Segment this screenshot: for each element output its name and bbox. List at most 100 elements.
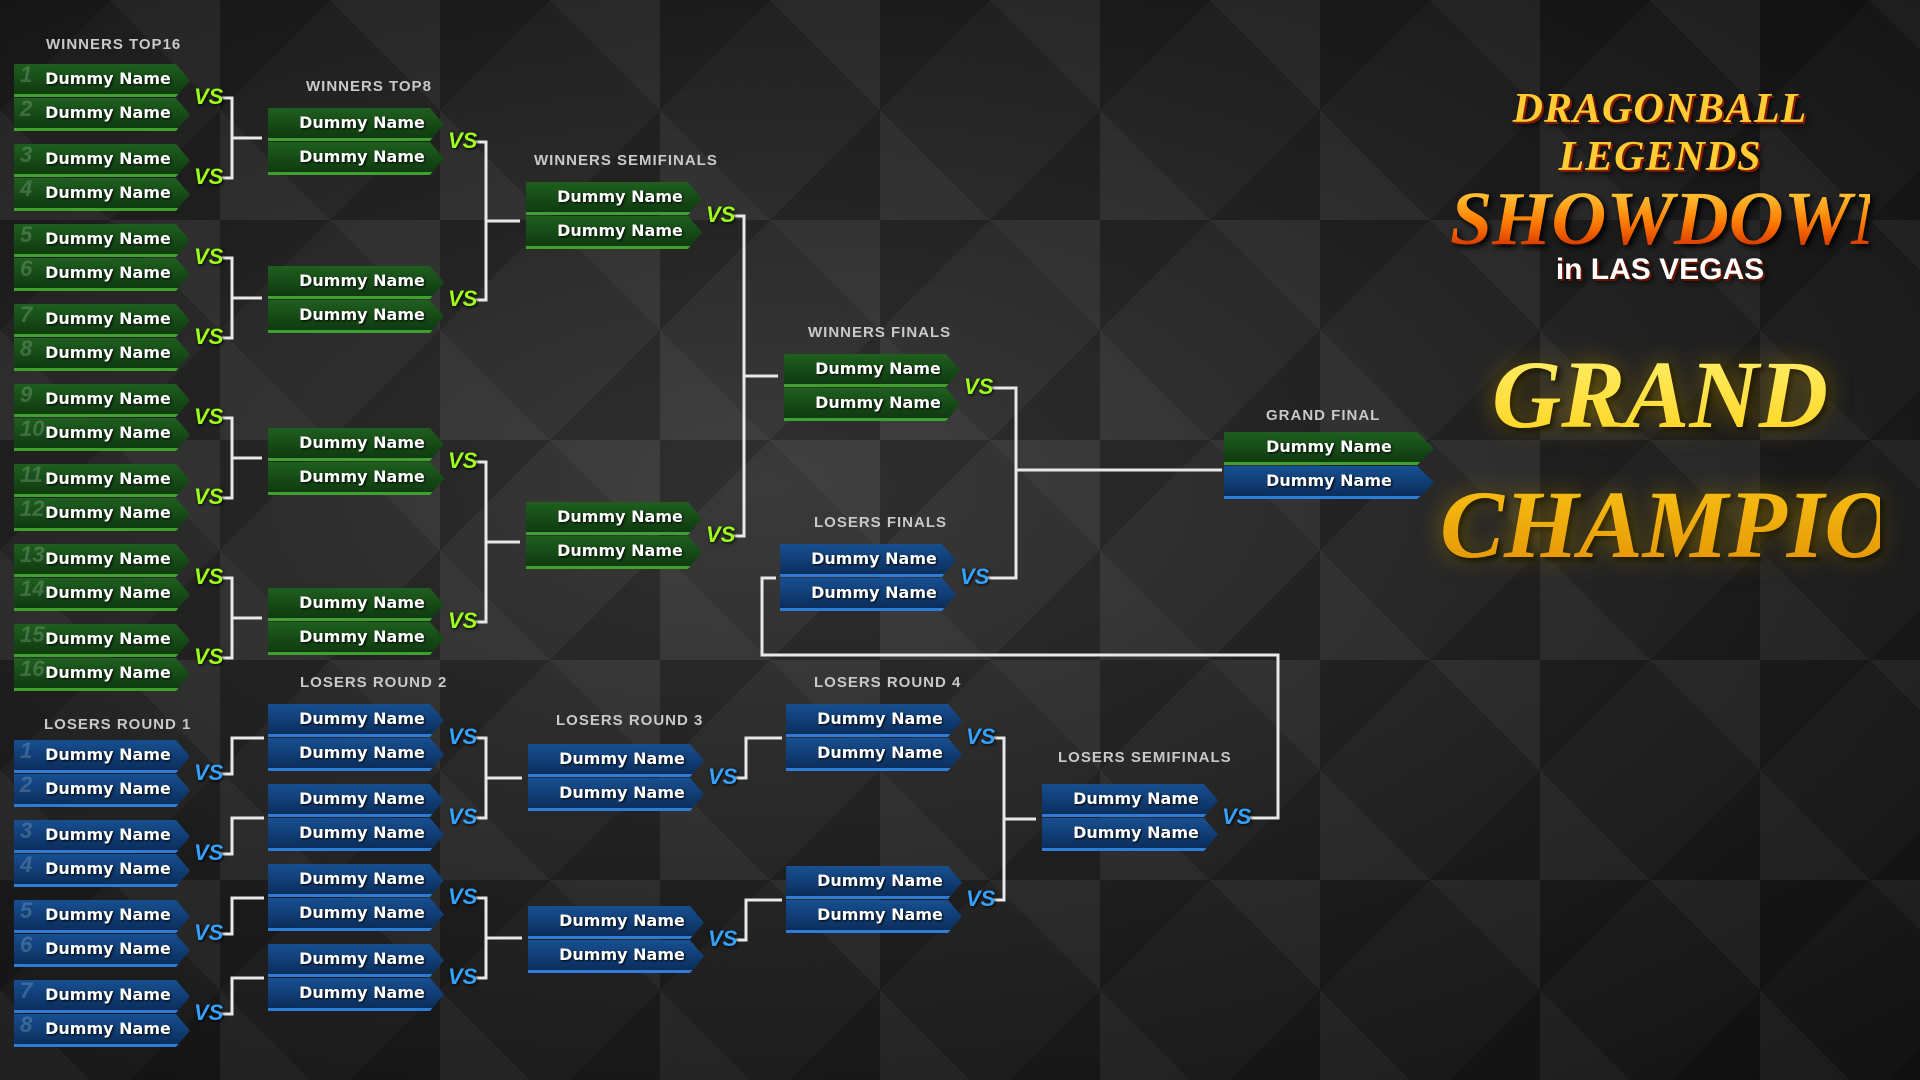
player-slot[interactable]: Dummy Name	[784, 354, 960, 387]
player-slot[interactable]: Dummy Name	[268, 864, 444, 897]
player-name: Dummy Name	[559, 749, 685, 768]
player-slot[interactable]: Dummy Name	[268, 978, 444, 1011]
player-slot[interactable]: Dummy Name	[268, 738, 444, 771]
player-slot[interactable]: Dummy Name	[526, 536, 702, 569]
connector-line	[220, 896, 264, 936]
player-slot[interactable]: Dummy Name	[268, 266, 444, 299]
player-slot[interactable]: Dummy Name	[786, 738, 962, 771]
player-slot[interactable]: Dummy Name	[268, 704, 444, 737]
player-slot[interactable]: Dummy Name	[780, 578, 956, 611]
player-slot[interactable]: Dummy Name	[526, 216, 702, 249]
player-slot[interactable]: Dummy Name	[268, 428, 444, 461]
player-slot[interactable]: Dummy Name	[268, 898, 444, 931]
vs-label: VS	[194, 1000, 224, 1025]
player-slot[interactable]: Dummy Name	[268, 108, 444, 141]
player-slot[interactable]: Dummy Name	[268, 622, 444, 655]
player-name: Dummy Name	[45, 423, 171, 442]
grand-champion-line2: CHAMPION	[1440, 471, 1920, 578]
player-slot[interactable]: Dummy Name	[786, 866, 962, 899]
player-name: Dummy Name	[557, 221, 683, 240]
player-slot[interactable]: Dummy Name	[268, 462, 444, 495]
grand-champion-line1: GRAND	[1491, 341, 1829, 448]
grand-final-winners-slot[interactable]: Dummy Name	[1224, 432, 1434, 465]
player-name: Dummy Name	[45, 629, 171, 648]
player-slot[interactable]: Dummy Name	[786, 900, 962, 933]
player-slot[interactable]: Dummy Name	[1042, 784, 1218, 817]
player-slot[interactable]: Dummy Name	[268, 588, 444, 621]
player-name: Dummy Name	[299, 709, 425, 728]
player-slot[interactable]: Dummy Name	[780, 544, 956, 577]
player-name: Dummy Name	[45, 1019, 171, 1038]
seed-number: 9	[20, 382, 33, 407]
connector-line	[220, 976, 264, 1016]
player-slot[interactable]: Dummy Name	[268, 818, 444, 851]
player-slot[interactable]: Dummy Name	[268, 944, 444, 977]
vs-label: VS	[706, 202, 736, 227]
connector-line	[220, 736, 264, 776]
player-slot[interactable]: Dummy Name	[268, 784, 444, 817]
seed-number: 5	[20, 222, 33, 247]
player-slot[interactable]: Dummy Name	[528, 940, 704, 973]
player-slot[interactable]: Dummy Name	[526, 182, 702, 215]
grand-final-losers-slot[interactable]: Dummy Name	[1224, 466, 1434, 499]
player-slot[interactable]: Dummy Name	[526, 502, 702, 535]
player-name: Dummy Name	[557, 507, 683, 526]
player-name: Dummy Name	[559, 945, 685, 964]
label-grand-final: GRAND FINAL	[1266, 407, 1381, 424]
vs-label: VS	[194, 840, 224, 865]
label-losers-round-2: LOSERS ROUND 2	[300, 674, 448, 691]
vs-label: VS	[708, 926, 738, 951]
seed-number: 16	[20, 656, 45, 681]
player-slot[interactable]: Dummy Name	[528, 744, 704, 777]
player-name: Dummy Name	[1073, 823, 1199, 842]
player-slot[interactable]: Dummy Name	[528, 906, 704, 939]
player-name: Dummy Name	[1266, 471, 1392, 490]
player-slot[interactable]: Dummy Name	[268, 142, 444, 175]
connector-line	[474, 140, 488, 302]
seed-number: 5	[20, 898, 33, 923]
label-winners-finals: WINNERS FINALS	[808, 324, 952, 341]
player-slot[interactable]: Dummy Name	[268, 300, 444, 333]
player-name: Dummy Name	[45, 663, 171, 682]
player-slot[interactable]: Dummy Name	[528, 778, 704, 811]
player-slot[interactable]: Dummy Name	[786, 704, 962, 737]
player-name: Dummy Name	[299, 627, 425, 646]
vs-label: VS	[194, 164, 224, 189]
player-slot[interactable]: Dummy Name	[1042, 818, 1218, 851]
player-slot[interactable]: Dummy Name	[784, 388, 960, 421]
vs-label: VS	[706, 522, 736, 547]
player-name: Dummy Name	[817, 709, 943, 728]
